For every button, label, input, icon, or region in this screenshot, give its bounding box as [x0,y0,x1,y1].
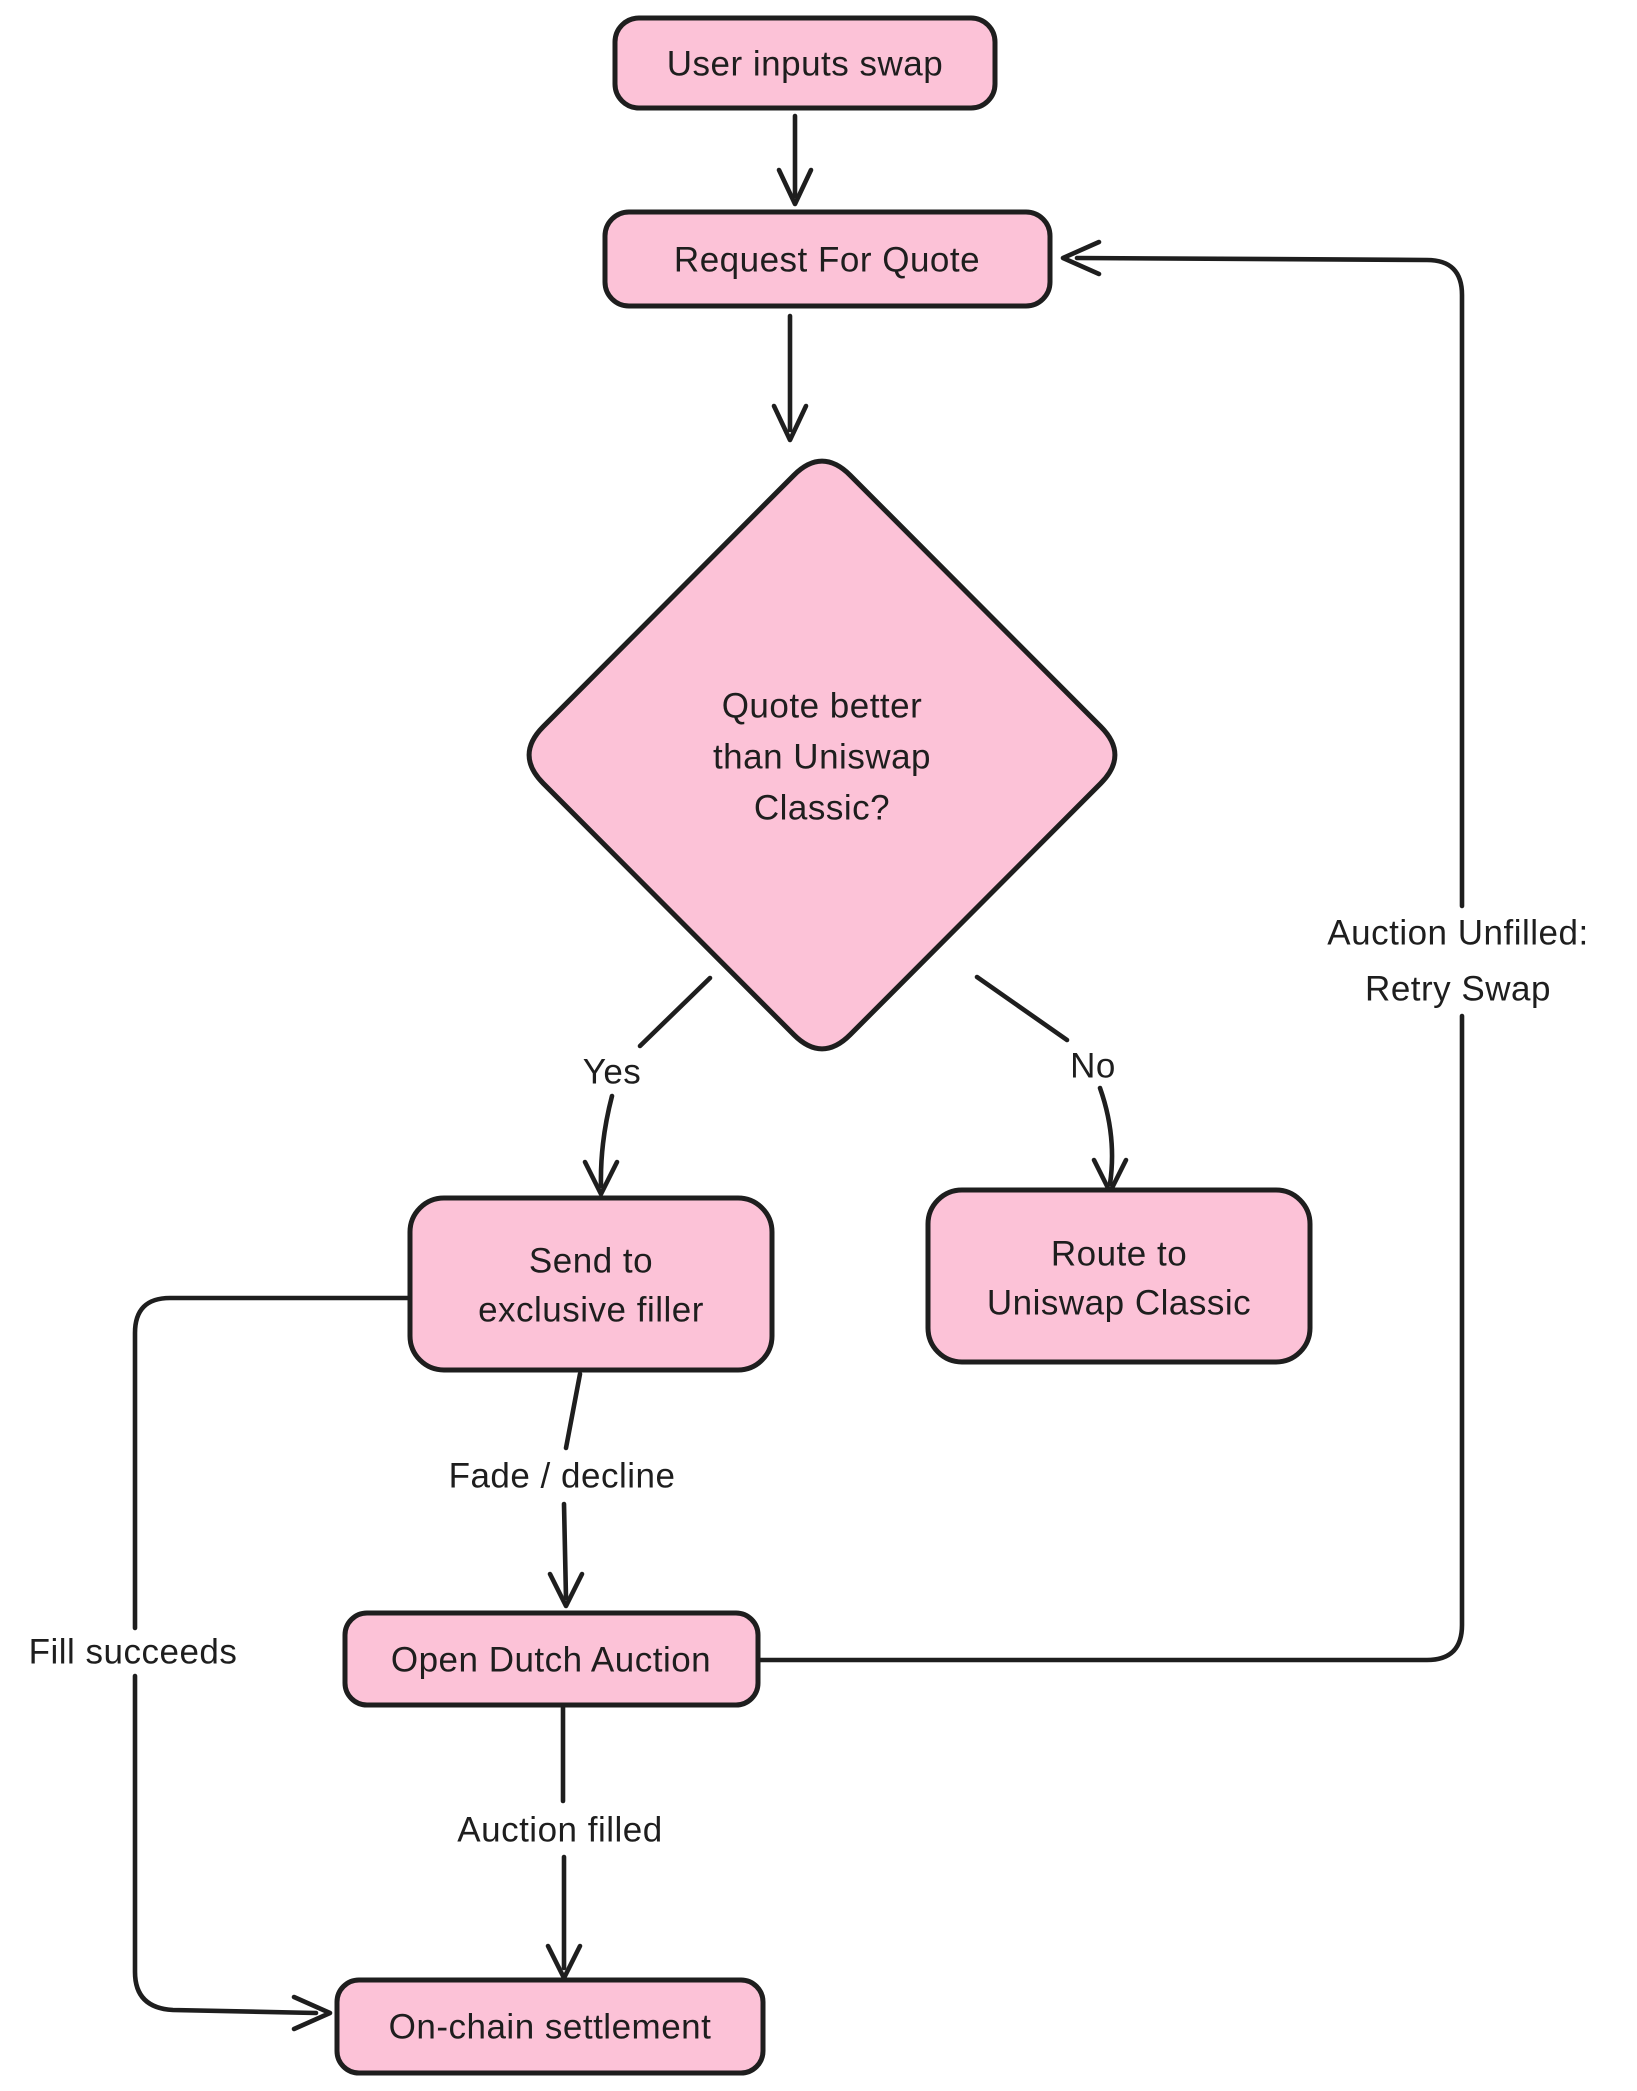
edge-line [974,974,1070,1043]
edge-line [561,1501,569,1601]
edge-fill-succeeds-loop [132,1295,413,2032]
node-label: On-chain settlement [389,2008,712,2047]
edge-label-auction-unfilled-line2: Retry Swap [1365,970,1551,1009]
node-box [407,1195,775,1373]
node-user-inputs-swap: User inputs swap [612,15,998,111]
edge-line [598,1093,615,1189]
edge-rfq-to-decision [771,313,809,443]
node-box [612,15,998,111]
node-label: User inputs swap [667,45,943,84]
edge-line [1097,1085,1115,1187]
node-box [925,1187,1313,1365]
arrowhead-left-icon [1060,239,1102,277]
edge-decision-yes [582,975,713,1197]
arrowhead-right-icon [291,1994,333,2032]
node-request-for-quote: Request For Quote [602,209,1053,309]
node-route-to-uniswap-classic: Route to Uniswap Classic [925,1187,1313,1365]
edge-user-to-rfq [776,113,814,207]
arrowhead-down-icon [776,167,814,207]
node-label-line: Uniswap Classic [987,1284,1251,1323]
edge-retry-swap-loop [755,239,1465,1663]
edge-label-fill-succeeds: Fill succeeds [29,1633,238,1672]
node-label: Request For Quote [674,241,980,280]
edge-line [132,1295,413,1631]
edge-line [637,975,713,1049]
arrowhead-down-icon [771,403,809,443]
node-box [602,209,1053,309]
node-label-line: Quote better [722,687,923,726]
edge-label-yes: Yes [583,1053,642,1092]
node-on-chain-settlement: On-chain settlement [334,1977,766,2076]
node-label: Open Dutch Auction [391,1641,711,1680]
edge-label-fade-decline: Fade / decline [449,1457,676,1496]
edge-line [132,1673,319,2016]
node-decision-quote-better: Quote better than Uniswap Classic? [526,458,1118,1052]
edge-label-auction-unfilled-line1: Auction Unfilled: [1327,914,1588,953]
arrowhead-down-icon [547,1571,585,1609]
edge-line [755,1013,1465,1663]
node-open-dutch-auction: Open Dutch Auction [342,1610,761,1708]
decision-diamond [526,458,1118,1052]
node-label-line: Route to [1051,1235,1187,1274]
node-label-line: Send to [529,1242,653,1281]
node-box [334,1977,766,2076]
node-label-line: exclusive filler [478,1291,704,1330]
edge-filler-to-auction [547,1371,585,1609]
edge-label-auction-filled: Auction filled [457,1811,662,1850]
node-label-line: than Uniswap [713,738,931,777]
node-label-line: Classic? [754,789,890,828]
node-send-to-exclusive-filler: Send to exclusive filler [407,1195,775,1373]
edge-line [563,1371,583,1451]
edge-label-no: No [1070,1047,1116,1086]
arrowhead-down-icon [582,1159,620,1197]
node-box [342,1610,761,1708]
edge-line [1074,255,1465,909]
